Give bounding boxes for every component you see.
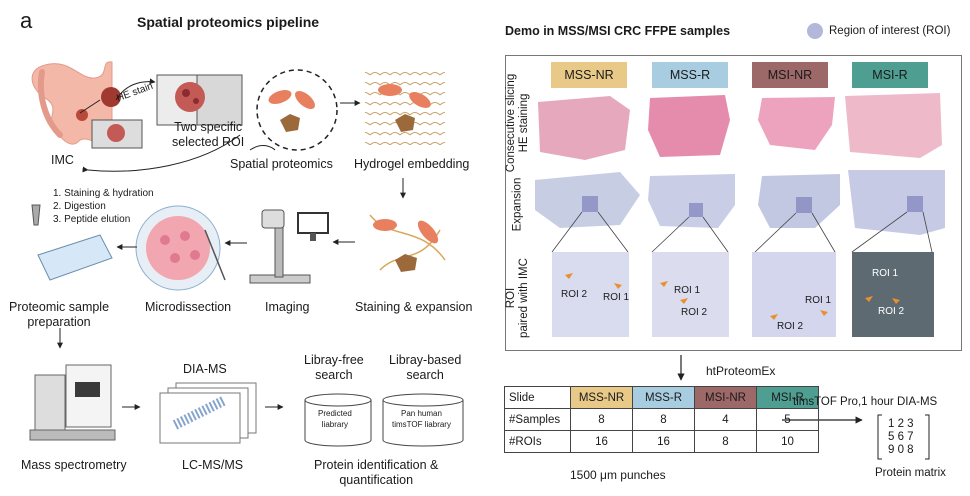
roi-label-mss-nr-2: ROI 2 bbox=[561, 289, 588, 300]
hydrogel-embedding-label: Hydrogel embedding bbox=[354, 157, 470, 171]
pipeline-graphics bbox=[29, 61, 464, 447]
matrix-row-3: 9 0 8 bbox=[888, 444, 914, 456]
roi-box-mss-r bbox=[689, 203, 703, 217]
roi-label-msi-r-2: ROI 2 bbox=[878, 306, 905, 317]
roi-label-msi-r-1: ROI 1 bbox=[872, 268, 899, 279]
step-3: 3. Peptide elution bbox=[53, 214, 131, 225]
right-title: Demo in MSS/MSI CRC FFPE samples bbox=[505, 24, 731, 38]
microdissection-graphic bbox=[135, 205, 226, 291]
table-cell: Slide bbox=[504, 386, 571, 409]
roi-box-msi-r bbox=[907, 196, 923, 212]
he-tissue-msi-nr bbox=[758, 97, 835, 150]
table-cell: 16 bbox=[632, 430, 695, 453]
timstof-label: timsTOF Pro,1 hour DIA-MS bbox=[793, 396, 938, 408]
library-based-label: Libray-based search bbox=[389, 353, 462, 382]
left-title: Spatial proteomics pipeline bbox=[137, 14, 320, 30]
spatial-proteomics-label: Spatial proteomics bbox=[230, 157, 333, 171]
roi-legend-label: Region of interest (ROI) bbox=[829, 25, 951, 37]
roi-label-mss-r-2: ROI 2 bbox=[681, 307, 708, 318]
step-1: 1. Staining & hydration bbox=[53, 188, 154, 199]
roi-panel-mss-nr bbox=[552, 252, 629, 337]
matrix-row-1: 1 2 3 bbox=[888, 418, 914, 430]
table-cell: #ROIs bbox=[504, 430, 571, 453]
slide-he bbox=[156, 74, 243, 126]
tumor-sample bbox=[101, 87, 121, 107]
imaging-label: Imaging bbox=[265, 300, 310, 314]
table-cell: 5 bbox=[756, 408, 819, 431]
table-cell: 8 bbox=[694, 430, 757, 453]
protein-id-label: Protein identification & quantification bbox=[314, 458, 439, 487]
roi-label-mss-r-1: ROI 1 bbox=[674, 285, 701, 296]
table-cell: 10 bbox=[756, 430, 819, 453]
table-row: #ROIs 16 16 8 10 bbox=[504, 430, 819, 453]
column-header-mss-r: MSS-R bbox=[652, 62, 728, 88]
panel-letter: a bbox=[20, 8, 33, 33]
library-free-label: Libray-free search bbox=[304, 353, 364, 382]
microscope-graphic bbox=[249, 209, 329, 284]
expansion-tissue-mss-r bbox=[648, 174, 735, 228]
table-row: #Samples 8 8 4 5 bbox=[504, 408, 819, 431]
pan-human-library-label: Pan human timsTOF liabrary bbox=[392, 409, 451, 429]
table-cell: 16 bbox=[570, 430, 633, 453]
roi-label-msi-nr-2: ROI 2 bbox=[777, 321, 804, 332]
roi-label-msi-nr-1: ROI 1 bbox=[805, 295, 832, 306]
roi-panel-msi-r bbox=[852, 252, 934, 337]
roi-box-mss-nr bbox=[582, 196, 598, 212]
table-header-row: Slide MSS-NR MSS-R MSI-NR MSI-R bbox=[504, 386, 819, 409]
table-cell: #Samples bbox=[504, 408, 571, 431]
dia-ms-graphic bbox=[159, 382, 257, 444]
matrix-row-2: 5 6 7 bbox=[888, 431, 914, 443]
demo-frame bbox=[505, 55, 962, 351]
he-tissue-mss-r bbox=[648, 95, 730, 157]
table-cell: 8 bbox=[632, 408, 695, 431]
predicted-library-label: Predicted liabrary bbox=[318, 409, 352, 429]
selected-roi-label: Two specific selected ROI bbox=[172, 120, 245, 149]
punches-label: 1500 μm punches bbox=[570, 468, 666, 482]
roi-label-mss-nr-1: ROI 1 bbox=[603, 292, 630, 303]
table-cell: 8 bbox=[570, 408, 633, 431]
slide-imc bbox=[91, 119, 143, 149]
lc-ms-label: LC-MS/MS bbox=[182, 458, 244, 472]
table-cell: MSS-NR bbox=[570, 386, 633, 409]
proteomic-prep-label: Proteomic sample preparation bbox=[9, 300, 110, 329]
roi-panel-msi-nr bbox=[752, 252, 836, 337]
roi-box-msi-nr bbox=[796, 197, 812, 213]
sample-table: Slide MSS-NR MSS-R MSI-NR MSI-R #Samples… bbox=[504, 386, 819, 453]
column-header-msi-nr: MSI-NR bbox=[752, 62, 828, 88]
expansion-tissue-msi-r bbox=[848, 170, 945, 235]
staining-expansion-graphic bbox=[369, 214, 446, 272]
htproteomex-label: htProteomEx bbox=[706, 364, 776, 378]
microdissection-label: Microdissection bbox=[145, 300, 232, 314]
table-cell: MSI-NR bbox=[694, 386, 757, 409]
step-2: 2. Digestion bbox=[53, 201, 106, 212]
protein-matrix-label: Protein matrix bbox=[875, 467, 946, 479]
mass-spectrometry-label: Mass spectrometry bbox=[21, 458, 127, 472]
column-header-mss-nr: MSS-NR bbox=[551, 62, 627, 88]
roi-legend-swatch bbox=[807, 23, 823, 39]
table-cell: 4 bbox=[694, 408, 757, 431]
table-cell: MSS-R bbox=[632, 386, 695, 409]
mass-spectrometer-graphic bbox=[29, 364, 116, 441]
hydrogel-graphic bbox=[365, 70, 445, 145]
he-tissue-msi-r bbox=[845, 93, 942, 158]
column-header-msi-r: MSI-R bbox=[852, 62, 928, 88]
predicted-library-cylinder bbox=[304, 393, 372, 447]
staining-expansion-label: Staining & expansion bbox=[355, 300, 473, 314]
he-tissue-mss-nr bbox=[538, 96, 630, 160]
roi-panel-mss-r bbox=[652, 252, 729, 337]
plate-graphic bbox=[31, 204, 113, 281]
dia-ms-label: DIA-MS bbox=[183, 362, 227, 376]
spatial-proteomics-graphic bbox=[256, 69, 338, 151]
imc-label: IMC bbox=[51, 153, 74, 167]
pan-human-library-cylinder bbox=[382, 393, 464, 447]
